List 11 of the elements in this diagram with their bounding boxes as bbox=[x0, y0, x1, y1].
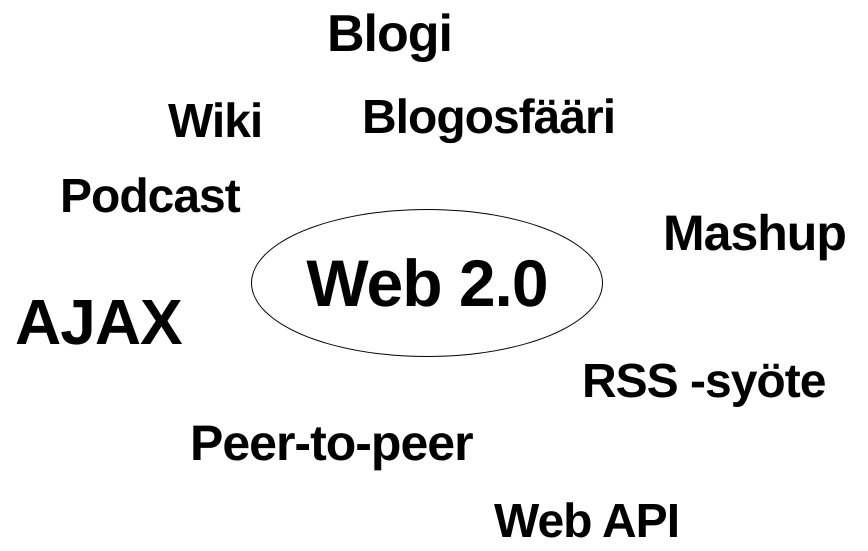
ellipse-node bbox=[251, 209, 603, 357]
keyword-label: Blogosfääri bbox=[362, 94, 616, 142]
keyword-label: Mashup bbox=[663, 208, 846, 258]
keyword-label: Web API bbox=[494, 498, 680, 546]
keyword-label: RSS -syöte bbox=[582, 358, 826, 406]
keyword-label: Wiki bbox=[168, 98, 262, 146]
keyword-label: Peer-to-peer bbox=[190, 418, 473, 468]
keyword-label: Blogi bbox=[327, 8, 452, 60]
keyword-label: AJAX bbox=[15, 290, 182, 354]
node-text: Web 2.0 bbox=[306, 250, 548, 316]
keyword-label: Podcast bbox=[60, 173, 240, 221]
